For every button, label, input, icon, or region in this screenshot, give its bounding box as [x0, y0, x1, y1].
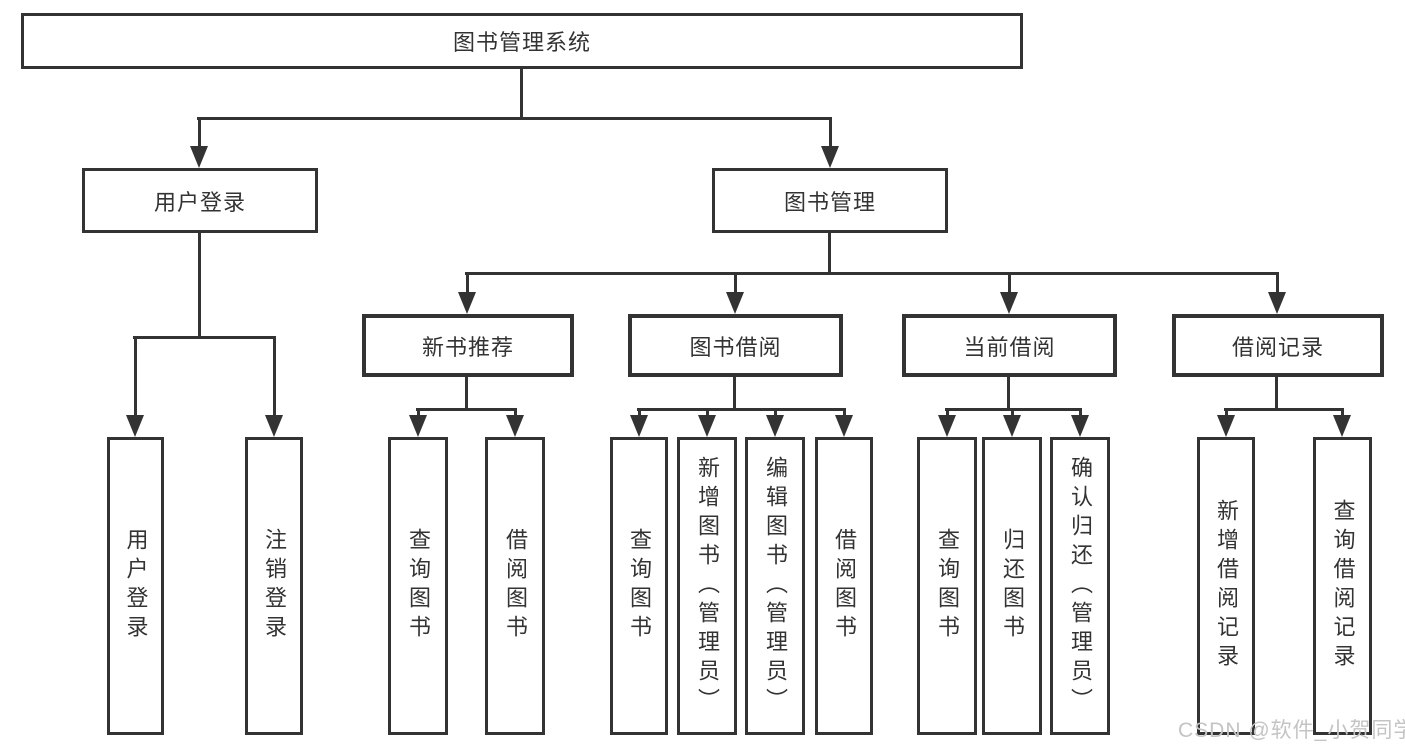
arrow-stem-user-login [198, 117, 201, 146]
arrow-stem-cb-return [1011, 408, 1014, 415]
node-user-login-label: 用户登录 [153, 189, 246, 215]
arrowhead-current-borrowing [1000, 292, 1018, 314]
arrow-stem-br-query [1341, 408, 1344, 415]
node-current-borrowing-label: 当前借阅 [963, 334, 1056, 360]
arrow-stem-book-management [829, 117, 832, 146]
arrow-stem-cb-confirm [1079, 408, 1082, 415]
arrowhead-leaf-user-login [126, 415, 144, 437]
arrowhead-bb-add [698, 415, 716, 437]
leaf-cb-query-books-label: 查询图书 [935, 528, 960, 644]
arrow-stem-cb-query [946, 408, 949, 415]
connector-borrowing-branch [637, 408, 846, 411]
connector-level3-branch [465, 272, 1279, 275]
connector-new-book-trunk [465, 377, 468, 408]
arrowhead-user-login [190, 146, 208, 168]
node-borrowing-records: 借阅记录 [1172, 314, 1384, 377]
node-book-management-label: 图书管理 [783, 189, 876, 215]
leaf-user-login: 用户登录 [107, 437, 164, 735]
arrow-stem-br-add [1225, 408, 1228, 415]
node-new-book-recommendation: 新书推荐 [362, 314, 574, 377]
leaf-bb-add-books-admin: 新增图书（管理员） [677, 437, 737, 735]
node-borrowing-records-label: 借阅记录 [1231, 334, 1324, 360]
arrowhead-nb-query [409, 415, 427, 437]
arrowhead-cb-confirm [1071, 415, 1089, 437]
connector-level2-branch [197, 117, 831, 120]
leaf-logout-label: 注销登录 [262, 528, 287, 644]
leaf-bb-add-books-admin-label: 新增图书（管理员） [695, 455, 720, 717]
arrow-stem-new-book [466, 272, 469, 292]
connector-root-trunk [520, 69, 523, 117]
leaf-bb-edit-books-admin-label: 编辑图书（管理员） [763, 455, 788, 717]
connector-current-trunk [1007, 377, 1010, 408]
connector-borrowing-trunk [733, 377, 736, 408]
arrowhead-new-book [458, 292, 476, 314]
arrow-stem-book-borrowing [734, 272, 737, 292]
node-current-borrowing: 当前借阅 [902, 314, 1117, 377]
leaf-bb-query-books-label: 查询图书 [627, 528, 652, 644]
connector-records-branch [1224, 408, 1344, 411]
node-book-borrowing-label: 图书借阅 [689, 334, 782, 360]
leaf-cb-confirm-return-admin: 确认归还（管理员） [1050, 437, 1110, 735]
leaf-bb-borrow-books: 借阅图书 [815, 437, 873, 735]
arrow-stem-nb-query [417, 408, 420, 415]
node-book-management: 图书管理 [712, 168, 948, 233]
watermark: CSDN @软件_小贺同学 [1178, 719, 1405, 742]
connector-records-trunk [1275, 377, 1278, 408]
leaf-br-add-record-label: 新增借阅记录 [1214, 499, 1239, 673]
node-new-book-recommendation-label: 新书推荐 [421, 334, 514, 360]
arrow-stem-nb-borrow [514, 408, 517, 415]
leaf-cb-query-books: 查询图书 [917, 437, 977, 735]
leaf-cb-confirm-return-admin-label: 确认归还（管理员） [1068, 455, 1093, 717]
leaf-bb-edit-books-admin: 编辑图书（管理员） [745, 437, 805, 735]
leaf-bb-query-books: 查询图书 [610, 437, 668, 735]
leaf-nb-borrow-books-label: 借阅图书 [503, 528, 528, 644]
leaf-cb-return-books-label: 归还图书 [1000, 528, 1025, 644]
leaf-bb-borrow-books-label: 借阅图书 [832, 528, 857, 644]
arrowhead-borrowing-records [1268, 292, 1286, 314]
connector-book-management-trunk [828, 233, 831, 272]
leaf-br-query-record: 查询借阅记录 [1313, 437, 1372, 735]
connector-new-book-branch [416, 408, 517, 411]
leaf-user-login-label: 用户登录 [123, 528, 149, 644]
node-user-login: 用户登录 [82, 168, 318, 233]
arrowhead-book-borrowing [726, 292, 744, 314]
leaf-br-query-record-label: 查询借阅记录 [1330, 499, 1356, 673]
leaf-logout: 注销登录 [245, 437, 303, 735]
arrowhead-nb-borrow [506, 415, 524, 437]
arrowhead-bb-borrow [835, 415, 853, 437]
connector-user-login-trunk [198, 233, 201, 336]
arrow-stem-bb-borrow [843, 408, 846, 415]
arrowhead-book-management [821, 146, 839, 168]
arrowhead-br-query [1333, 415, 1351, 437]
arrow-stem-borrowing-records [1276, 272, 1279, 292]
leaf-cb-return-books: 归还图书 [982, 437, 1042, 735]
connector-user-login-branch [133, 336, 276, 339]
leaf-nb-borrow-books: 借阅图书 [485, 437, 545, 735]
leaf-nb-query-books-label: 查询图书 [406, 528, 431, 644]
node-root-label: 图书管理系统 [452, 30, 591, 55]
node-book-borrowing: 图书借阅 [628, 314, 843, 377]
arrowhead-bb-query [630, 415, 648, 437]
arrow-stem-bb-edit [774, 408, 777, 415]
arrow-stem-leaf-logout [273, 336, 276, 415]
arrowhead-br-add [1217, 415, 1235, 437]
leaf-nb-query-books: 查询图书 [388, 437, 448, 735]
arrowhead-leaf-logout [265, 415, 283, 437]
arrowhead-bb-edit [766, 415, 784, 437]
arrow-stem-bb-add [706, 408, 709, 415]
arrow-stem-current-borrowing [1008, 272, 1011, 292]
leaf-br-add-record: 新增借阅记录 [1197, 437, 1255, 735]
node-root: 图书管理系统 [21, 13, 1023, 69]
arrowhead-cb-return [1003, 415, 1021, 437]
arrowhead-cb-query [938, 415, 956, 437]
arrow-stem-bb-query [638, 408, 641, 415]
arrow-stem-leaf-user-login [134, 336, 137, 415]
